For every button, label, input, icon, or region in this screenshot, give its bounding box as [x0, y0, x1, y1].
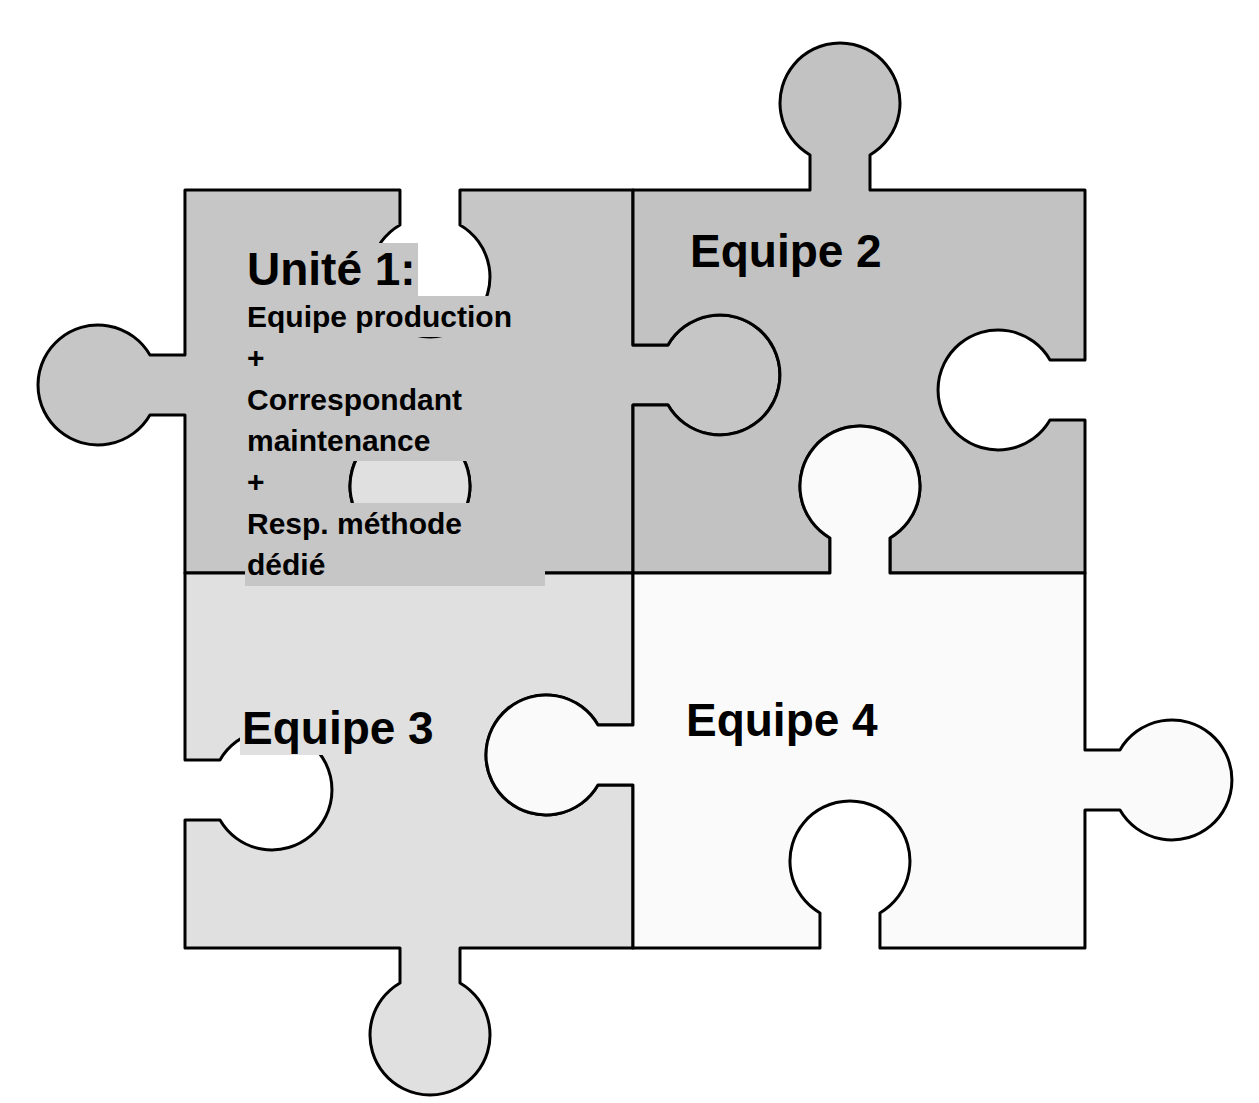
- piece-text: Equipe production: [245, 296, 514, 337]
- piece-heading: Equipe 3: [240, 702, 436, 755]
- piece-textbox: Equipe 3: [240, 702, 500, 755]
- piece-shape: [486, 426, 1232, 948]
- piece-textbox: Unité 1:Equipe production+Correspondant …: [245, 243, 545, 586]
- piece-heading: Unité 1:: [245, 243, 418, 296]
- piece-text: +: [245, 337, 267, 378]
- piece-text: Correspondant maintenance: [245, 379, 545, 462]
- piece-heading: Equipe 4: [684, 694, 880, 747]
- piece-textbox: Equipe 4: [684, 694, 944, 747]
- piece-outline: [482, 422, 1236, 952]
- piece-text: +: [245, 461, 267, 502]
- piece-heading: Equipe 2: [688, 225, 884, 278]
- piece-textbox: Equipe 2: [688, 225, 948, 278]
- puzzle-piece: Equipe 4: [482, 422, 1236, 952]
- piece-text: Resp. méthode dédié: [245, 503, 545, 586]
